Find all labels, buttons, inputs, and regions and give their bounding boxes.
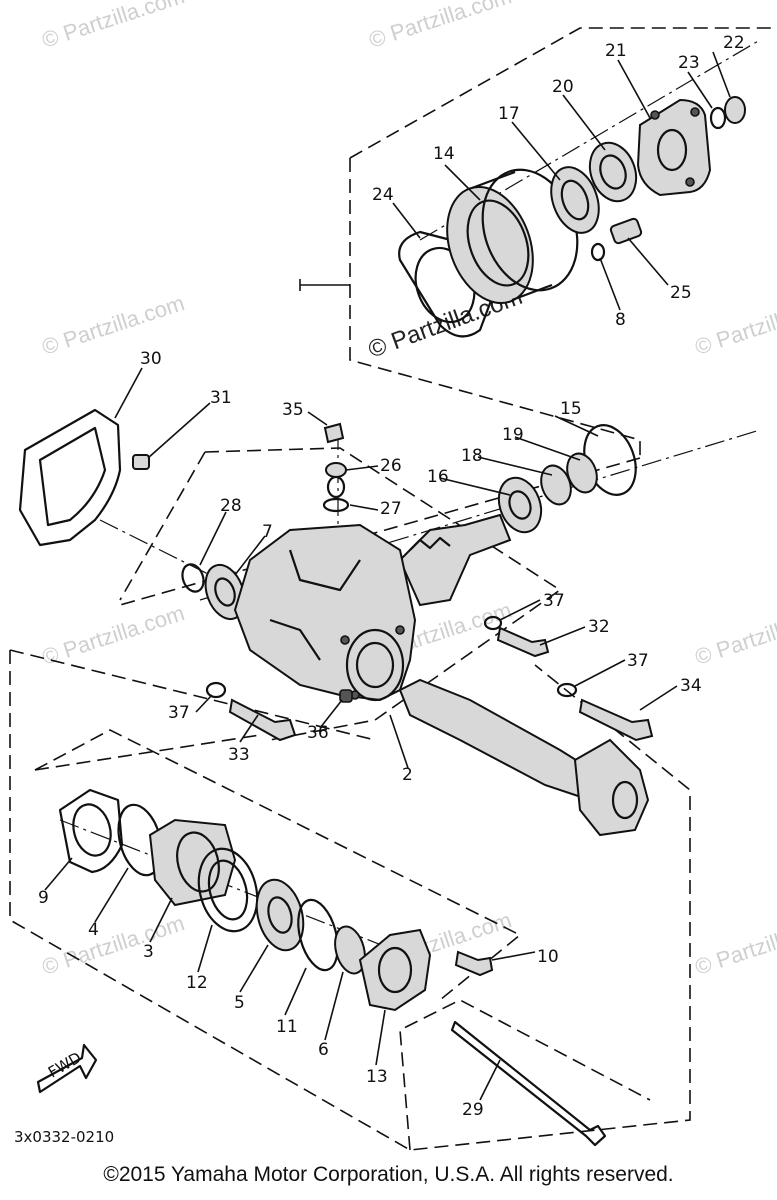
callout-2: 2 xyxy=(402,765,413,785)
part-21-flange xyxy=(636,98,712,197)
callout-29: 29 xyxy=(462,1100,484,1120)
part-37-washer-upper xyxy=(483,615,503,631)
callout-26: 26 xyxy=(380,456,402,476)
part-7-bearing xyxy=(204,563,246,621)
part-29-axle xyxy=(450,1020,607,1147)
callout-3: 3 xyxy=(143,942,154,962)
callout-12: 12 xyxy=(186,973,208,993)
callout-31: 31 xyxy=(210,388,232,408)
callout-15: 15 xyxy=(560,399,582,419)
callout-13: 13 xyxy=(366,1067,388,1087)
part-22-nut xyxy=(724,96,746,124)
callout-20: 20 xyxy=(552,77,574,97)
part-11-oring xyxy=(297,898,339,972)
callout-6: 6 xyxy=(318,1040,329,1060)
part-8-washer xyxy=(590,242,606,262)
callout-14: 14 xyxy=(433,144,455,164)
callout-9: 9 xyxy=(38,888,49,908)
part-35-cap xyxy=(323,422,345,444)
part-34-bolt xyxy=(578,698,654,742)
part-28-circlip xyxy=(181,563,205,593)
callout-37-left: 37 xyxy=(168,703,190,723)
lower-group-outline xyxy=(9,650,691,1151)
part-6-bearing xyxy=(334,925,366,975)
part-18-bearing xyxy=(540,464,572,506)
watermark-text: © Partzilla.com xyxy=(39,290,188,360)
callout-11: 11 xyxy=(276,1017,298,1037)
lower-group-outline xyxy=(34,734,261,771)
part-25-bolt xyxy=(609,217,643,245)
callout-7: 7 xyxy=(262,522,273,542)
callout-22: 22 xyxy=(723,33,745,53)
part-37-washer-left xyxy=(205,681,227,699)
part-9-gasket xyxy=(58,788,124,874)
callout-5: 5 xyxy=(234,993,245,1013)
part-30-gasket xyxy=(18,408,122,547)
callout-19: 19 xyxy=(502,425,524,445)
callout-33: 33 xyxy=(228,745,250,765)
callout-8: 8 xyxy=(615,310,626,330)
diagram-code: 3x0332-0210 xyxy=(14,1128,114,1146)
callout-21: 21 xyxy=(605,41,627,61)
fwd-arrow-icon: FWD xyxy=(36,1043,98,1094)
part-20-bearing xyxy=(588,141,638,203)
watermark-text: © Partzilla.com xyxy=(692,290,777,360)
part-32-bolt xyxy=(496,626,550,658)
part-31-pin xyxy=(132,454,150,470)
callout-25: 25 xyxy=(670,283,692,303)
watermark-text: © Partzilla.com xyxy=(366,0,515,53)
part-37-washer-right xyxy=(556,682,578,698)
ring-gear-shaft xyxy=(398,678,650,837)
callout-23: 23 xyxy=(678,53,700,73)
part-26-breather xyxy=(325,462,347,478)
middle-group-outline xyxy=(204,447,562,741)
callout-37-upper: 37 xyxy=(543,591,565,611)
part-27-washer xyxy=(322,475,350,513)
callout-17: 17 xyxy=(498,104,520,124)
middle-group-outline xyxy=(119,451,206,601)
part-17-seal xyxy=(550,166,600,234)
callout-35: 35 xyxy=(282,400,304,420)
callout-16: 16 xyxy=(427,467,449,487)
callout-30: 30 xyxy=(140,349,162,369)
upper-group-outline xyxy=(349,158,641,458)
pinion-gear xyxy=(398,513,512,607)
callout-37-right: 37 xyxy=(627,651,649,671)
part-10-bolt xyxy=(454,950,494,977)
watermark-text: © Partzilla.com xyxy=(39,0,188,53)
part-3-housing xyxy=(148,818,237,907)
copyright-notice: ©2015 Yamaha Motor Corporation, U.S.A. A… xyxy=(103,1163,674,1186)
part-2-final-gear-case xyxy=(233,523,417,702)
watermark-text: © Partzilla.com xyxy=(39,910,188,980)
callout-34: 34 xyxy=(680,676,702,696)
part-33-bolt xyxy=(228,698,297,742)
leader-lines xyxy=(44,51,731,1101)
callout-28: 28 xyxy=(220,496,242,516)
callout-24: 24 xyxy=(372,185,394,205)
callout-labels: 22 23 21 20 17 14 24 25 8 30 31 35 15 19… xyxy=(38,33,745,1120)
watermark-text: © Partzilla.com xyxy=(39,600,188,670)
watermark-text: © Partzilla.com xyxy=(692,910,777,980)
part-12-gasket xyxy=(197,847,259,933)
callout-32: 32 xyxy=(588,617,610,637)
center-axis xyxy=(199,429,761,601)
callout-4: 4 xyxy=(88,920,99,940)
callout-36: 36 xyxy=(307,723,329,743)
watermark-text: © Partzilla.com xyxy=(692,600,777,670)
callout-18: 18 xyxy=(461,446,483,466)
callout-10: 10 xyxy=(537,947,559,967)
part-36-plug xyxy=(339,689,353,703)
callout-27: 27 xyxy=(380,499,402,519)
lower-group-outline xyxy=(399,999,651,1151)
upper-group-outline xyxy=(349,27,777,159)
part-16-pinion-bearing xyxy=(497,476,543,534)
part-13-cover xyxy=(358,928,432,1012)
part-23-washer xyxy=(709,106,727,130)
